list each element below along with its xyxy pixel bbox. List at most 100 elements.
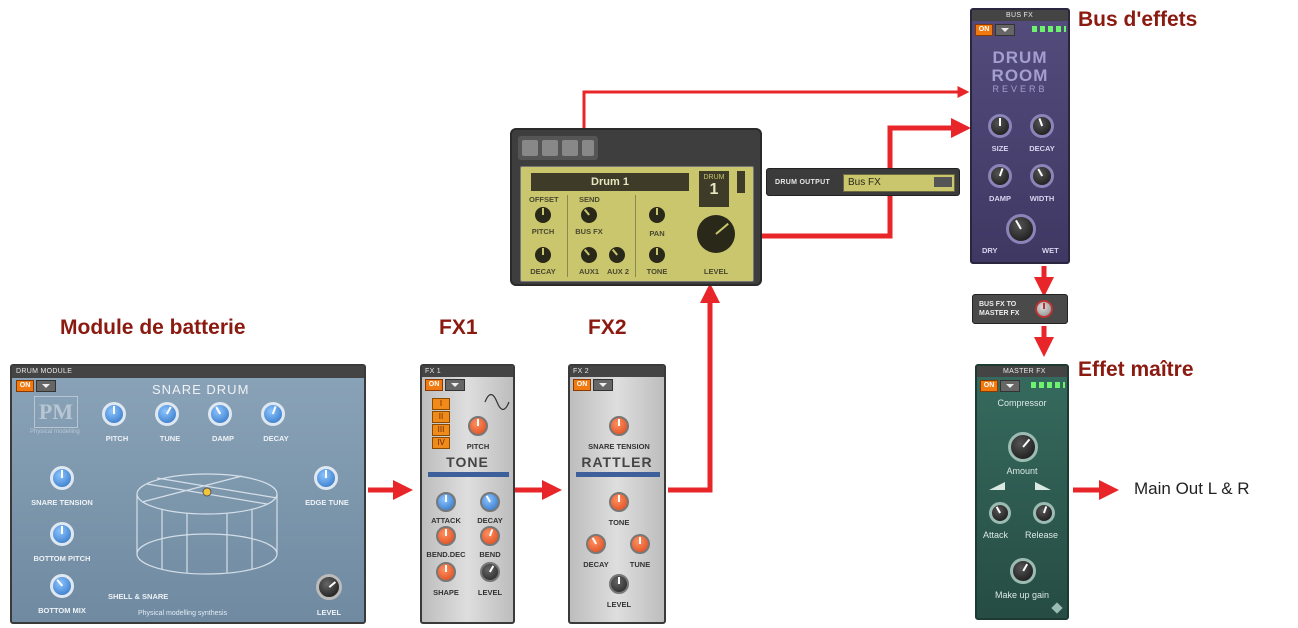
compressor-release-label: Release bbox=[1025, 530, 1059, 540]
fx1-header-bar bbox=[422, 366, 513, 377]
drum-output-value: Bus FX bbox=[848, 177, 881, 188]
mixer-updown-icon[interactable] bbox=[522, 140, 538, 156]
mixer-level-knob-icon[interactable] bbox=[697, 215, 735, 253]
drum-module-dropdown-icon[interactable] bbox=[36, 380, 56, 392]
compressor-makeup-knob-icon[interactable] bbox=[1010, 558, 1036, 584]
mixer-aux1-knob-icon[interactable] bbox=[581, 247, 597, 263]
fx1-name-bar bbox=[428, 472, 509, 477]
drum-output-select[interactable]: Bus FX bbox=[843, 174, 955, 192]
bus-fx-dropdown-icon[interactable] bbox=[995, 24, 1015, 36]
mixer-pan-label: PAN bbox=[649, 229, 665, 238]
fx2-decay-knob-icon[interactable] bbox=[586, 534, 606, 554]
pm-logo: PM bbox=[34, 396, 78, 428]
save-icon[interactable] bbox=[562, 140, 578, 156]
mixer-level-label: LEVEL bbox=[703, 267, 729, 276]
drum-module-footer: Physical modelling synthesis bbox=[138, 610, 228, 617]
compressor-amount-label: Amount bbox=[1006, 466, 1038, 476]
fx1-pitch-label: PITCH bbox=[466, 442, 490, 451]
fx1-on-button[interactable]: ON bbox=[425, 379, 443, 391]
offset-label: OFFSET bbox=[529, 195, 559, 204]
tune-label: TUNE bbox=[159, 434, 181, 443]
fx2-tone-knob-icon[interactable] bbox=[609, 492, 629, 512]
master-fx-dropdown-icon[interactable] bbox=[1000, 380, 1020, 392]
main-out-label: Main Out L & R bbox=[1134, 479, 1250, 498]
master-fx-name: Compressor bbox=[997, 398, 1047, 408]
fx1-dropdown-icon[interactable] bbox=[445, 379, 465, 391]
mixer-decay-knob-icon[interactable] bbox=[535, 247, 551, 263]
master-fx-panel: MASTER FX ON Compressor Amount Attack Re… bbox=[975, 364, 1069, 620]
mixer-tone-knob-icon[interactable] bbox=[649, 247, 665, 263]
fx1-bend-dec-knob-icon[interactable] bbox=[436, 526, 456, 546]
fx1-mode-2[interactable]: II bbox=[432, 411, 450, 423]
mixer-divider-1 bbox=[567, 195, 568, 277]
bus-to-master-label-2: MASTER FX bbox=[979, 310, 1020, 317]
fx1-bend-knob-icon[interactable] bbox=[480, 526, 500, 546]
damp-knob-icon[interactable] bbox=[208, 402, 232, 426]
pitch-knob-icon[interactable] bbox=[102, 402, 126, 426]
drum-module-on-button[interactable]: ON bbox=[16, 380, 34, 392]
fx1-pitch-knob-icon[interactable] bbox=[468, 416, 488, 436]
fx1-attack-label: ATTACK bbox=[431, 516, 461, 525]
reverb-drywet-knob-icon[interactable] bbox=[1006, 214, 1036, 244]
bus-to-master-knob-icon[interactable] bbox=[1035, 300, 1053, 318]
fx1-mode-3[interactable]: III bbox=[432, 424, 450, 436]
master-fx-on-button[interactable]: ON bbox=[980, 380, 998, 392]
arrow-fx2-to-mixer bbox=[668, 283, 720, 493]
reverb-width-label: WIDTH bbox=[1029, 194, 1055, 203]
arrow-right-icon[interactable] bbox=[582, 140, 594, 156]
bus-title: Bus d'effets bbox=[1078, 8, 1198, 31]
edge-tune-knob-icon[interactable] bbox=[314, 466, 338, 490]
tune-knob-icon[interactable] bbox=[155, 402, 179, 426]
reverb-damp-knob-icon[interactable] bbox=[988, 164, 1012, 188]
compressor-amount-knob-icon[interactable] bbox=[1008, 432, 1038, 462]
master-fx-corner-icon bbox=[1051, 602, 1063, 614]
reverb-damp-label: DAMP bbox=[988, 194, 1012, 203]
mixer-aux2-knob-icon[interactable] bbox=[609, 247, 625, 263]
fx1-shape-knob-icon[interactable] bbox=[436, 562, 456, 582]
reverb-decay-knob-icon[interactable] bbox=[1030, 114, 1054, 138]
drum-module-name: SNARE DRUM bbox=[152, 382, 250, 397]
fx2-level-knob-icon[interactable] bbox=[609, 574, 629, 594]
fx2-name: RATTLER bbox=[581, 454, 653, 470]
fx2-on-button[interactable]: ON bbox=[573, 379, 591, 391]
fx2-tune-knob-icon[interactable] bbox=[630, 534, 650, 554]
bus-fx-on-button[interactable]: ON bbox=[975, 24, 993, 36]
fx1-title: FX1 bbox=[439, 316, 478, 339]
fx1-decay-knob-icon[interactable] bbox=[480, 492, 500, 512]
level-knob-icon[interactable] bbox=[316, 574, 342, 600]
mixer-pan-knob-icon[interactable] bbox=[649, 207, 665, 223]
fx2-dropdown-icon[interactable] bbox=[593, 379, 613, 391]
mixer-decay-label: DECAY bbox=[530, 267, 556, 276]
bottom-pitch-knob-icon[interactable] bbox=[50, 522, 74, 546]
mixer-lcd: Drum 1 DRUM 1 OFFSET SEND PITCH BUS FX P… bbox=[520, 166, 754, 282]
edge-tune-label: EDGE TUNE bbox=[305, 498, 349, 507]
fx2-snare-tension-knob-icon[interactable] bbox=[609, 416, 629, 436]
fx1-mode-1[interactable]: I bbox=[432, 398, 450, 410]
mixer-busfx-knob-icon[interactable] bbox=[581, 207, 597, 223]
fx1-mode-4[interactable]: IV bbox=[432, 437, 450, 449]
release-shape-icon bbox=[1035, 482, 1051, 490]
reverb-size-knob-icon[interactable] bbox=[988, 114, 1012, 138]
drum-output-dropdown-icon[interactable] bbox=[934, 177, 952, 187]
snare-drum-icon bbox=[136, 473, 278, 575]
mixer-pitch-knob-icon[interactable] bbox=[535, 207, 551, 223]
master-fx-leds bbox=[1031, 382, 1065, 388]
snare-tension-knob-icon[interactable] bbox=[50, 466, 74, 490]
fx2-level-label: LEVEL bbox=[606, 600, 632, 609]
compressor-attack-knob-icon[interactable] bbox=[989, 502, 1011, 524]
fx2-decay-label: DECAY bbox=[583, 560, 609, 569]
decay-knob-icon[interactable] bbox=[261, 402, 285, 426]
pitch-label: PITCH bbox=[105, 434, 129, 443]
bus-fx-name-3: REVERB bbox=[992, 84, 1048, 94]
fx1-level-knob-icon[interactable] bbox=[480, 562, 500, 582]
bottom-mix-knob-icon[interactable] bbox=[50, 574, 74, 598]
fx1-mode-buttons: I II III IV bbox=[432, 398, 450, 449]
fx1-attack-knob-icon[interactable] bbox=[436, 492, 456, 512]
decay-label: DECAY bbox=[263, 434, 289, 443]
fx2-title: FX2 bbox=[588, 316, 627, 339]
compressor-release-knob-icon[interactable] bbox=[1033, 502, 1055, 524]
reverb-width-knob-icon[interactable] bbox=[1030, 164, 1054, 188]
folder-icon[interactable] bbox=[542, 140, 558, 156]
fx1-bend-label: BEND bbox=[479, 550, 501, 559]
sine-wave-icon bbox=[484, 394, 510, 410]
